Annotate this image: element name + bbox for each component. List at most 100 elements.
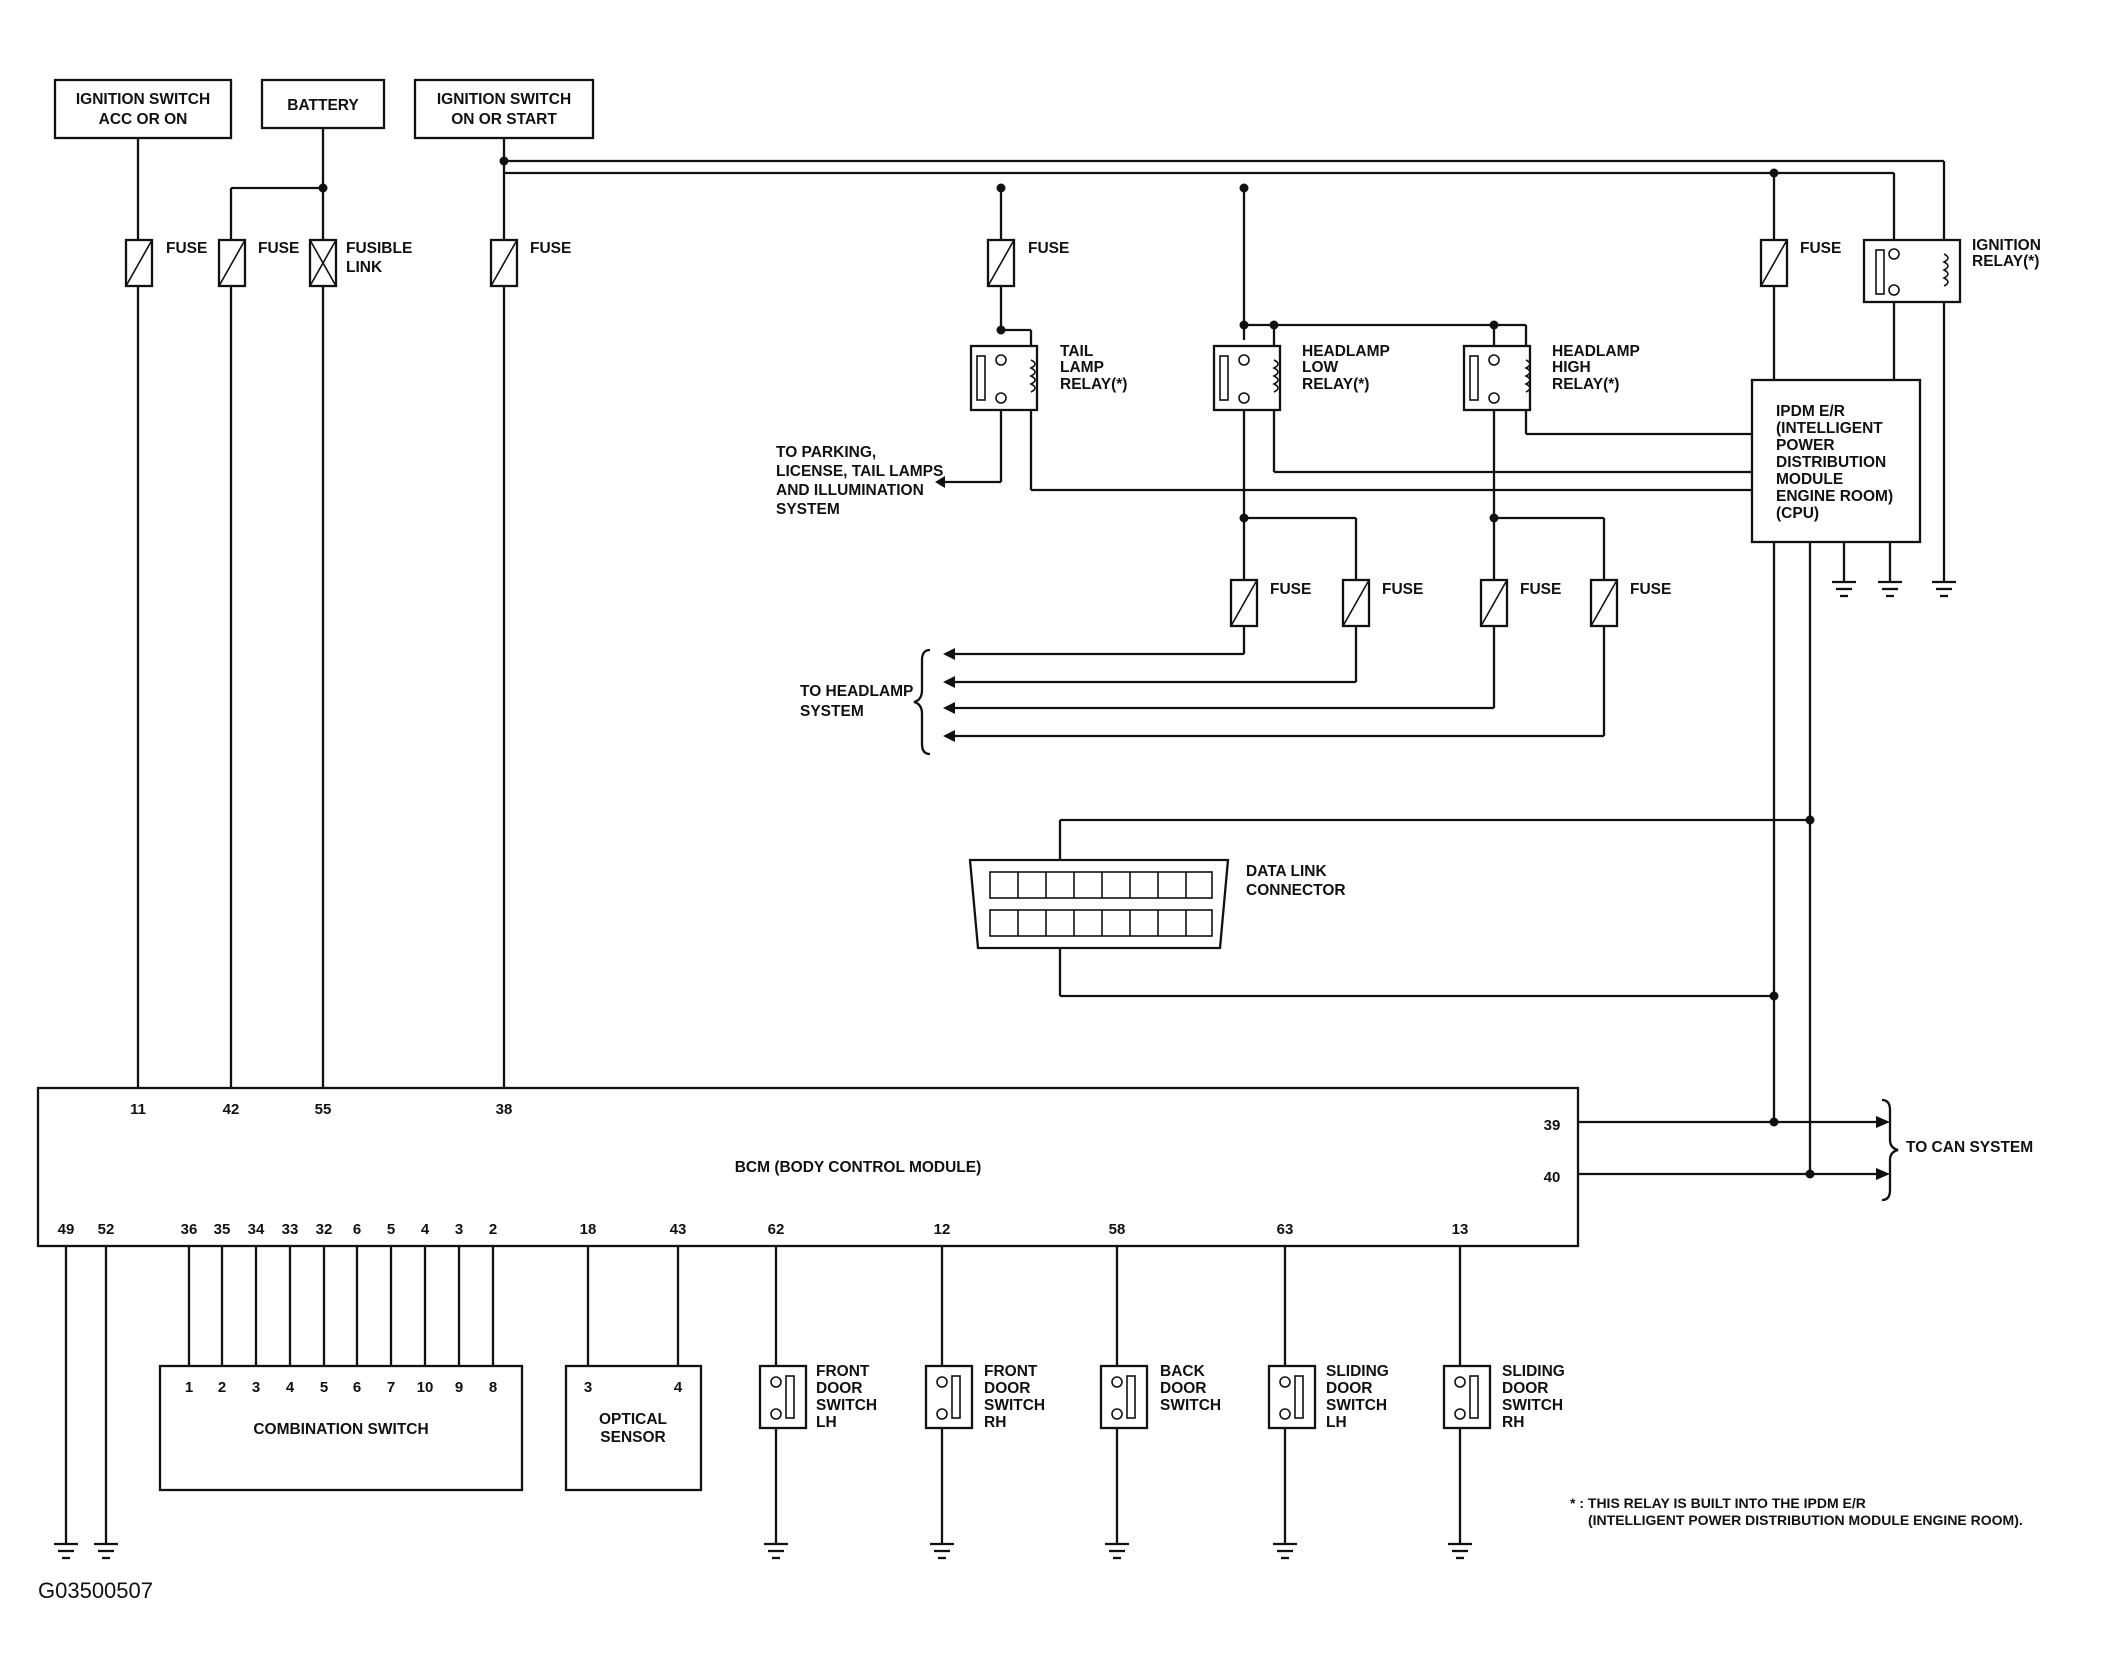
bcm-pin-62: 62 <box>768 1221 785 1238</box>
to-parking-label-3: AND ILLUMINATION <box>776 482 924 499</box>
front-lh-label-1: FRONT <box>816 1363 870 1380</box>
left-power-wires <box>136 128 1944 1088</box>
ipdm-box <box>1750 378 1922 544</box>
fuse-label-3: FUSE <box>530 240 571 257</box>
optical-sensor-box <box>564 1364 703 1492</box>
tail-relay-label-1: TAIL <box>1060 343 1093 360</box>
bcm-pin-3: 3 <box>455 1221 463 1238</box>
bcm-pin-34: 34 <box>248 1221 265 1238</box>
bcm-box <box>36 1086 1580 1248</box>
fuse-ipdm <box>1759 238 1789 288</box>
headlamp-brace <box>913 648 931 756</box>
head-low-label-2: LOW <box>1302 359 1339 376</box>
to-parking-label-4: SYSTEM <box>776 501 840 518</box>
bcm-pin-35: 35 <box>214 1221 231 1238</box>
front-door-switch-lh <box>758 1364 808 1430</box>
bcm-pin-39: 39 <box>1544 1117 1561 1134</box>
headlamp-low-relay <box>1212 344 1282 412</box>
sliding-lh-label-3: SWITCH <box>1326 1397 1387 1414</box>
bcm-pin-11: 11 <box>130 1101 146 1118</box>
tail-relay-label-3: RELAY(*) <box>1060 376 1127 393</box>
tail-lamp-circuit <box>935 183 1758 492</box>
bcm-pin-4: 4 <box>421 1221 430 1238</box>
fuse-label-8: FUSE <box>1630 581 1671 598</box>
optical-sensor-label-1: OPTICAL <box>599 1411 667 1428</box>
front-lh-label-4: LH <box>816 1414 837 1431</box>
ipdm-label-2: (INTELLIGENT <box>1776 420 1883 437</box>
fuse-head-4 <box>1589 578 1619 628</box>
headlamp-high-relay <box>1462 344 1532 412</box>
fuse-ign-on <box>489 238 519 288</box>
back-door-label-2: DOOR <box>1160 1380 1207 1397</box>
fuse-label-7: FUSE <box>1520 581 1561 598</box>
fuse-head-3 <box>1479 578 1509 628</box>
fuse-label-1: FUSE <box>166 240 207 257</box>
fuse-label-4: FUSE <box>1028 240 1069 257</box>
to-parking-label-2: LICENSE, TAIL LAMPS <box>776 463 943 480</box>
battery-box <box>260 78 386 130</box>
head-high-label-1: HEADLAMP <box>1552 343 1640 360</box>
bcm-bottom-wiring <box>54 1246 1472 1560</box>
head-low-label-1: HEADLAMP <box>1302 343 1390 360</box>
ignition-acc-on-box <box>53 78 233 140</box>
fuse-label-6: FUSE <box>1382 581 1423 598</box>
footnote-line-2: (INTELLIGENT POWER DISTRIBUTION MODULE E… <box>1588 1512 2023 1528</box>
comb-pin-8: 8 <box>489 1379 497 1396</box>
bcm-pin-40: 40 <box>1544 1169 1561 1186</box>
sliding-lh-label-2: DOOR <box>1326 1380 1373 1397</box>
bcm-pin-38: 38 <box>496 1101 513 1118</box>
front-rh-label-1: FRONT <box>984 1363 1038 1380</box>
ignition-relay <box>1862 238 1962 304</box>
front-lh-label-2: DOOR <box>816 1380 863 1397</box>
bcm-pin-58: 58 <box>1109 1221 1126 1238</box>
bcm-pin-18: 18 <box>580 1221 597 1238</box>
to-headlamp-label-1: TO HEADLAMP <box>800 683 913 700</box>
ignition-on-start-box <box>413 78 595 140</box>
bcm-pin-2: 2 <box>489 1221 497 1238</box>
bcm-pin-5: 5 <box>387 1221 395 1238</box>
optical-sensor-label-2: SENSOR <box>600 1429 665 1446</box>
back-door-label-3: SWITCH <box>1160 1397 1221 1414</box>
back-door-label-1: BACK <box>1160 1363 1206 1380</box>
comb-pin-5: 5 <box>320 1379 328 1396</box>
bcm-pin-33: 33 <box>282 1221 299 1238</box>
to-parking-label-1: TO PARKING, <box>776 444 876 461</box>
front-lh-label-3: SWITCH <box>816 1397 877 1414</box>
sliding-lh-label-4: LH <box>1326 1414 1347 1431</box>
bcm-pin-36: 36 <box>181 1221 198 1238</box>
combination-switch-box <box>158 1364 524 1492</box>
fuse-label-5: FUSE <box>1270 581 1311 598</box>
fuse-label-2: FUSE <box>258 240 299 257</box>
fuse-battery <box>217 238 247 288</box>
sliding-rh-label-2: DOOR <box>1502 1380 1549 1397</box>
tail-lamp-relay <box>969 344 1039 412</box>
data-link-connector <box>968 858 1230 950</box>
ipdm-circuit <box>1769 161 1946 1174</box>
comb-pin-7: 7 <box>387 1379 395 1396</box>
bcm-pin-13: 13 <box>1452 1221 1469 1238</box>
ipdm-label-1: IPDM E/R <box>1776 403 1845 420</box>
fuse-head-1 <box>1229 578 1259 628</box>
data-link-wiring <box>1058 815 1815 1001</box>
bcm-pin-49: 49 <box>58 1221 75 1238</box>
comb-pin-2: 2 <box>218 1379 226 1396</box>
bcm-pin-6: 6 <box>353 1221 361 1238</box>
to-can-label: TO CAN SYSTEM <box>1906 1139 2033 1156</box>
ignition-acc-on-label-2: ACC OR ON <box>99 111 188 128</box>
fuse-tail <box>986 238 1016 288</box>
ignition-on-start-label-2: ON OR START <box>451 111 557 128</box>
combination-switch-label: COMBINATION SWITCH <box>253 1421 428 1438</box>
bcm-pin-52: 52 <box>98 1221 115 1238</box>
sliding-rh-label-4: RH <box>1502 1414 1524 1431</box>
front-rh-label-4: RH <box>984 1414 1006 1431</box>
optical-pin-3: 3 <box>584 1379 592 1396</box>
fuse-head-2 <box>1341 578 1371 628</box>
bcm-bottom-pins: 49 52 36 35 34 33 32 6 5 4 3 2 18 43 62 … <box>58 1221 1469 1238</box>
battery-label: BATTERY <box>287 97 359 114</box>
ipdm-ground-symbols <box>1832 580 1956 598</box>
fusible-link-label-2: LINK <box>346 259 383 276</box>
head-high-label-3: RELAY(*) <box>1552 376 1619 393</box>
can-wiring <box>1578 1098 1899 1202</box>
bcm-pin-63: 63 <box>1277 1221 1294 1238</box>
bcm-pin-43: 43 <box>670 1221 687 1238</box>
